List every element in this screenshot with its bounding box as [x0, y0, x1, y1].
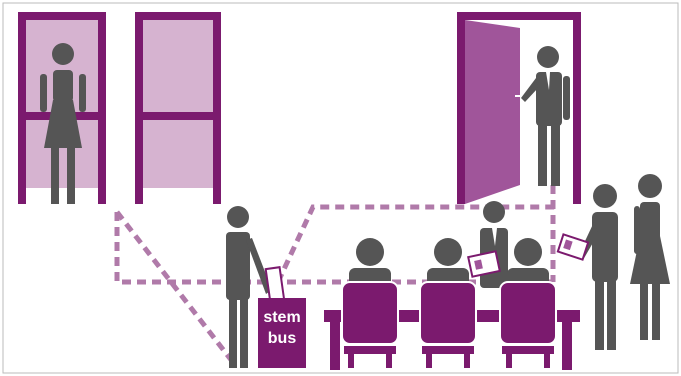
seated-official-3: [500, 238, 556, 368]
booth-curtain: [139, 16, 215, 188]
person-icon: [630, 174, 670, 340]
ballot-paper: [266, 267, 285, 303]
chair-icon: [500, 282, 556, 368]
door-panel: [465, 20, 520, 204]
person-icon: [578, 184, 618, 350]
door-icon: [457, 12, 581, 204]
route-line-booth-diagonal: [117, 212, 235, 365]
chair-icon: [420, 282, 476, 368]
person-icon: [521, 46, 570, 186]
id-card-icon: [558, 234, 588, 259]
ballot-box-label-line1: stem: [263, 309, 300, 326]
chair-icon: [342, 282, 398, 368]
seated-official-1: [342, 238, 398, 368]
id-card-icon: [468, 251, 500, 276]
ballot-box-label-line2: bus: [268, 330, 297, 347]
voting-booth-icon: [18, 12, 106, 204]
voting-booth-icon: [135, 12, 221, 204]
